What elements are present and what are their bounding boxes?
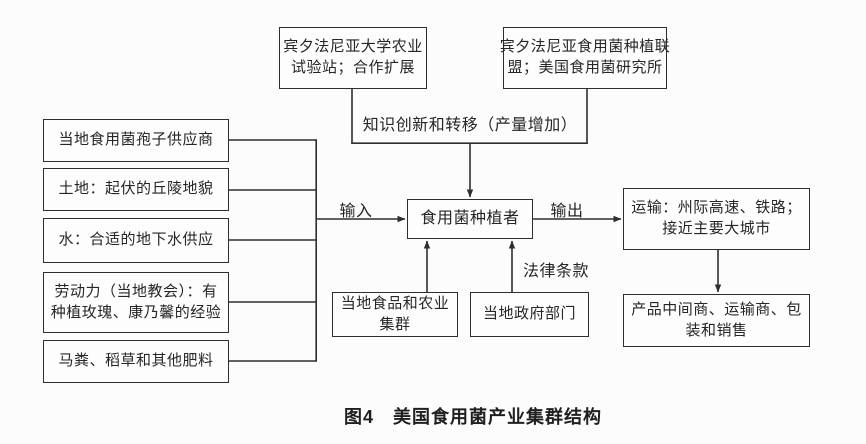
fertilizer-box: 马粪、稻草和其他肥料: [43, 340, 229, 383]
box-text-line: 种植玫瑰、康乃馨的经验: [50, 304, 222, 321]
box-text-line: 盟；美国食用菌研究所: [507, 60, 663, 76]
box-text-line: 试验站；合作扩展: [290, 60, 415, 76]
box-text-line: 食用菌种植者: [420, 209, 520, 227]
box-text-line: 集群: [379, 316, 411, 333]
box-text-line: 当地政府部门: [482, 306, 576, 322]
box-text-line: 装和销售: [685, 322, 748, 339]
box-text-line: 宾夕法尼亚大学农业: [283, 39, 423, 55]
box-text-line: 产品中间商、运输商、包: [631, 301, 802, 318]
knowledge-transfer-label: 知识创新和转移（产量增加）: [362, 117, 578, 134]
input-label: 输入: [339, 203, 373, 220]
box-text-line: 运输：州际高速、铁路；: [631, 200, 802, 216]
box-text-line: 水：合适的地下水供应: [58, 232, 214, 248]
penn-alliance-box: 宾夕法尼亚食用菌种植联 盟；美国食用菌研究所: [500, 27, 670, 89]
box-text-line: 接近主要大城市: [662, 221, 771, 237]
box-text-line: 宾夕法尼亚食用菌种植联: [499, 39, 671, 55]
box-text-line: 劳动力（当地教会）：有: [54, 283, 218, 300]
government-box: 当地政府部门: [470, 292, 589, 337]
box-text-line: 当地食用菌孢子供应商: [58, 132, 214, 148]
penn-univ-box: 宾夕法尼亚大学农业 试验站；合作扩展: [279, 27, 427, 89]
spawn-supplier-box: 当地食用菌孢子供应商: [43, 119, 229, 162]
transport-box: 运输：州际高速、铁路； 接近主要大城市: [623, 188, 810, 250]
grower-box: 食用菌种植者: [407, 199, 533, 239]
legal-terms-label: 法律条款: [522, 263, 589, 280]
land-box: 土地：起伏的丘陵地貌: [43, 168, 229, 211]
output-label: 输出: [550, 203, 584, 220]
water-box: 水：合适的地下水供应: [43, 218, 229, 263]
box-text-line: 土地：起伏的丘陵地貌: [58, 181, 214, 197]
food-cluster-box: 当地食品和农业 集群: [332, 292, 458, 337]
box-text-line: 马粪、稻草和其他肥料: [58, 353, 214, 369]
labor-box: 劳动力（当地教会）：有 种植玫瑰、康乃馨的经验: [43, 272, 229, 333]
product-box: 产品中间商、运输商、包 装和销售: [623, 294, 810, 347]
figure-caption: 图4 美国食用菌产业集群结构: [343, 407, 602, 427]
box-text-line: 当地食品和农业: [340, 295, 450, 312]
